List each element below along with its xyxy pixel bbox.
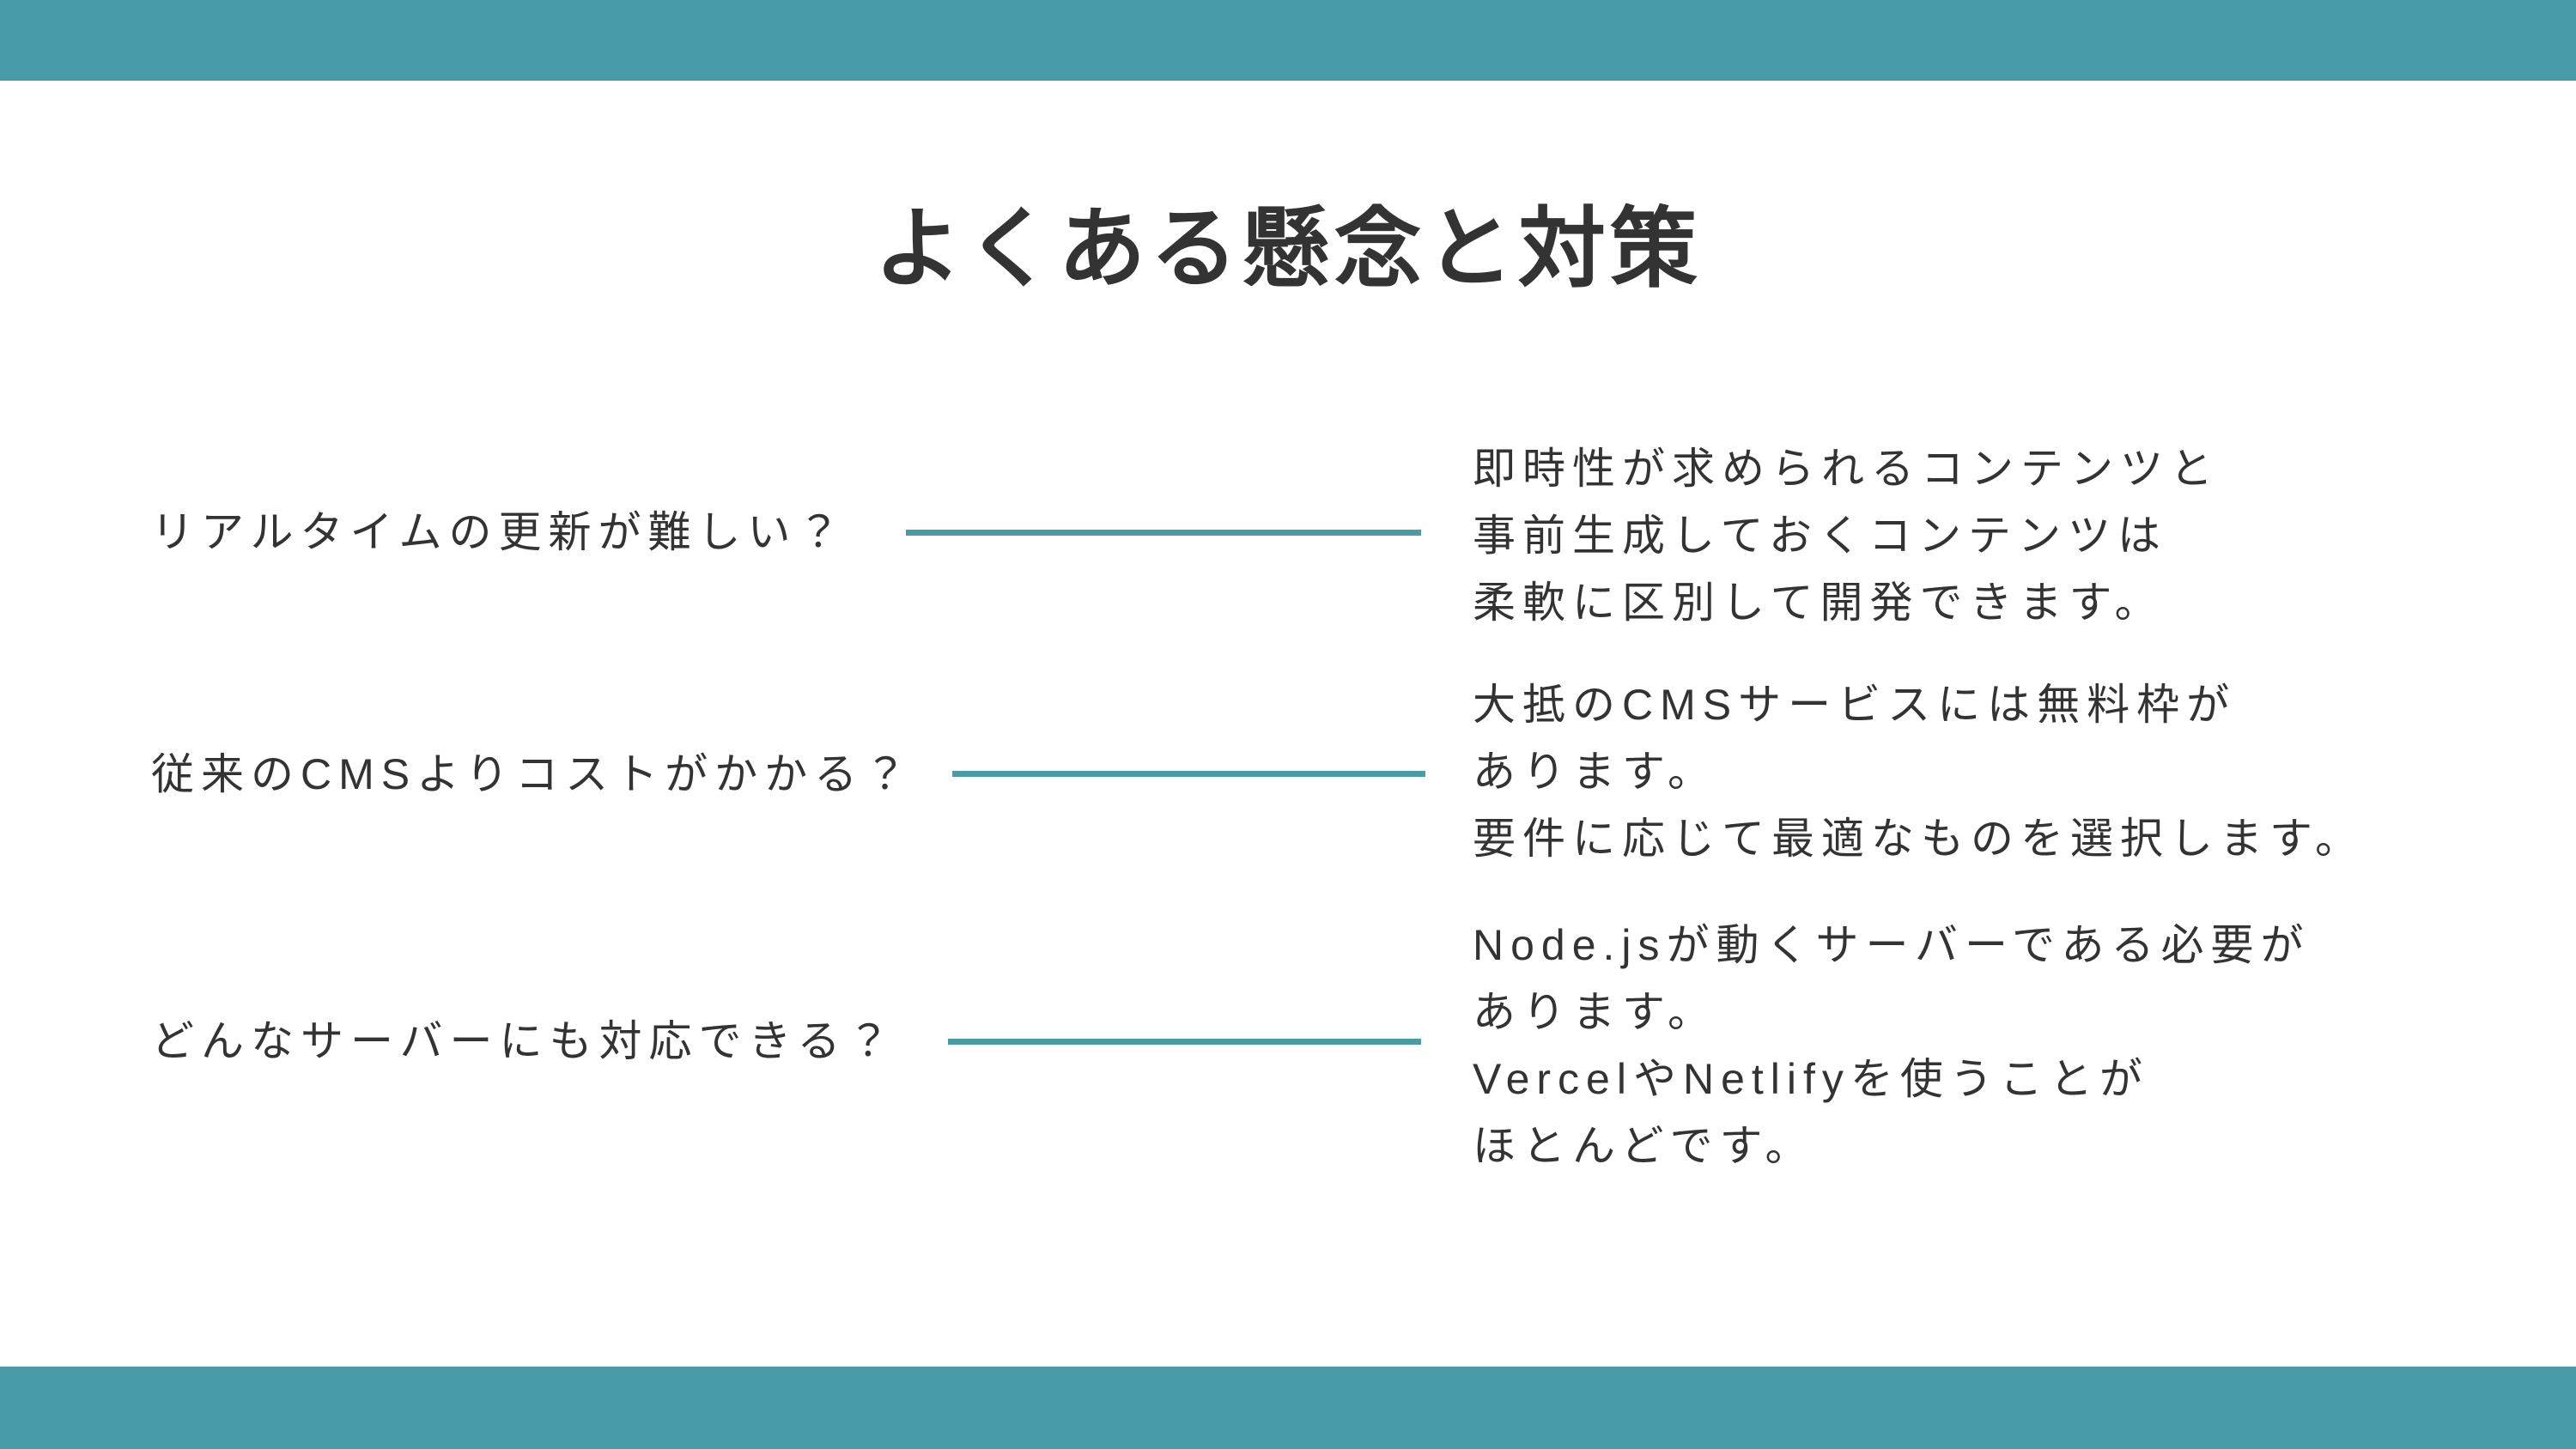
answer-line: 柔軟に区別して開発できます。 bbox=[1473, 579, 2165, 627]
answer-line: 大抵のCMSサービスには無料枠が bbox=[1473, 681, 2237, 729]
question-realtime-updates: リアルタイムの更新が難しい？ bbox=[151, 508, 848, 556]
connector-line-2 bbox=[952, 771, 1425, 777]
connector-line-3 bbox=[948, 1039, 1421, 1045]
question-cms-cost: 従来のCMSよりコストがかかる？ bbox=[151, 750, 914, 798]
answer-line: Node.jsが動くサーバーである必要が bbox=[1473, 921, 2311, 969]
answer-line: 事前生成しておくコンテンツは bbox=[1473, 512, 2167, 560]
top-accent-bar bbox=[0, 0, 2576, 81]
answer-server-support: Node.jsが動くサーバーである必要が あります。 VercelやNetlif… bbox=[1473, 912, 2311, 1179]
answer-line: 要件に応じて最適なものを選択します。 bbox=[1473, 815, 2365, 863]
answer-cms-cost: 大抵のCMSサービスには無料枠が あります。 要件に応じて最適なものを選択します… bbox=[1473, 671, 2365, 872]
page-title: よくある懸念と対策 bbox=[874, 200, 1702, 298]
bottom-accent-bar bbox=[0, 1367, 2576, 1449]
question-server-support: どんなサーバーにも対応できる？ bbox=[151, 1017, 897, 1065]
answer-line: ほとんどです。 bbox=[1473, 1122, 1815, 1170]
connector-line-1 bbox=[906, 530, 1421, 536]
answer-line: 即時性が求められるコンテンツと bbox=[1473, 445, 2220, 493]
answer-line: あります。 bbox=[1473, 988, 1717, 1036]
answer-line: VercelやNetlifyを使うことが bbox=[1473, 1055, 2149, 1103]
answer-realtime-updates: 即時性が求められるコンテンツと 事前生成しておくコンテンツは 柔軟に区別して開発… bbox=[1473, 435, 2220, 636]
answer-line: あります。 bbox=[1473, 748, 1717, 796]
